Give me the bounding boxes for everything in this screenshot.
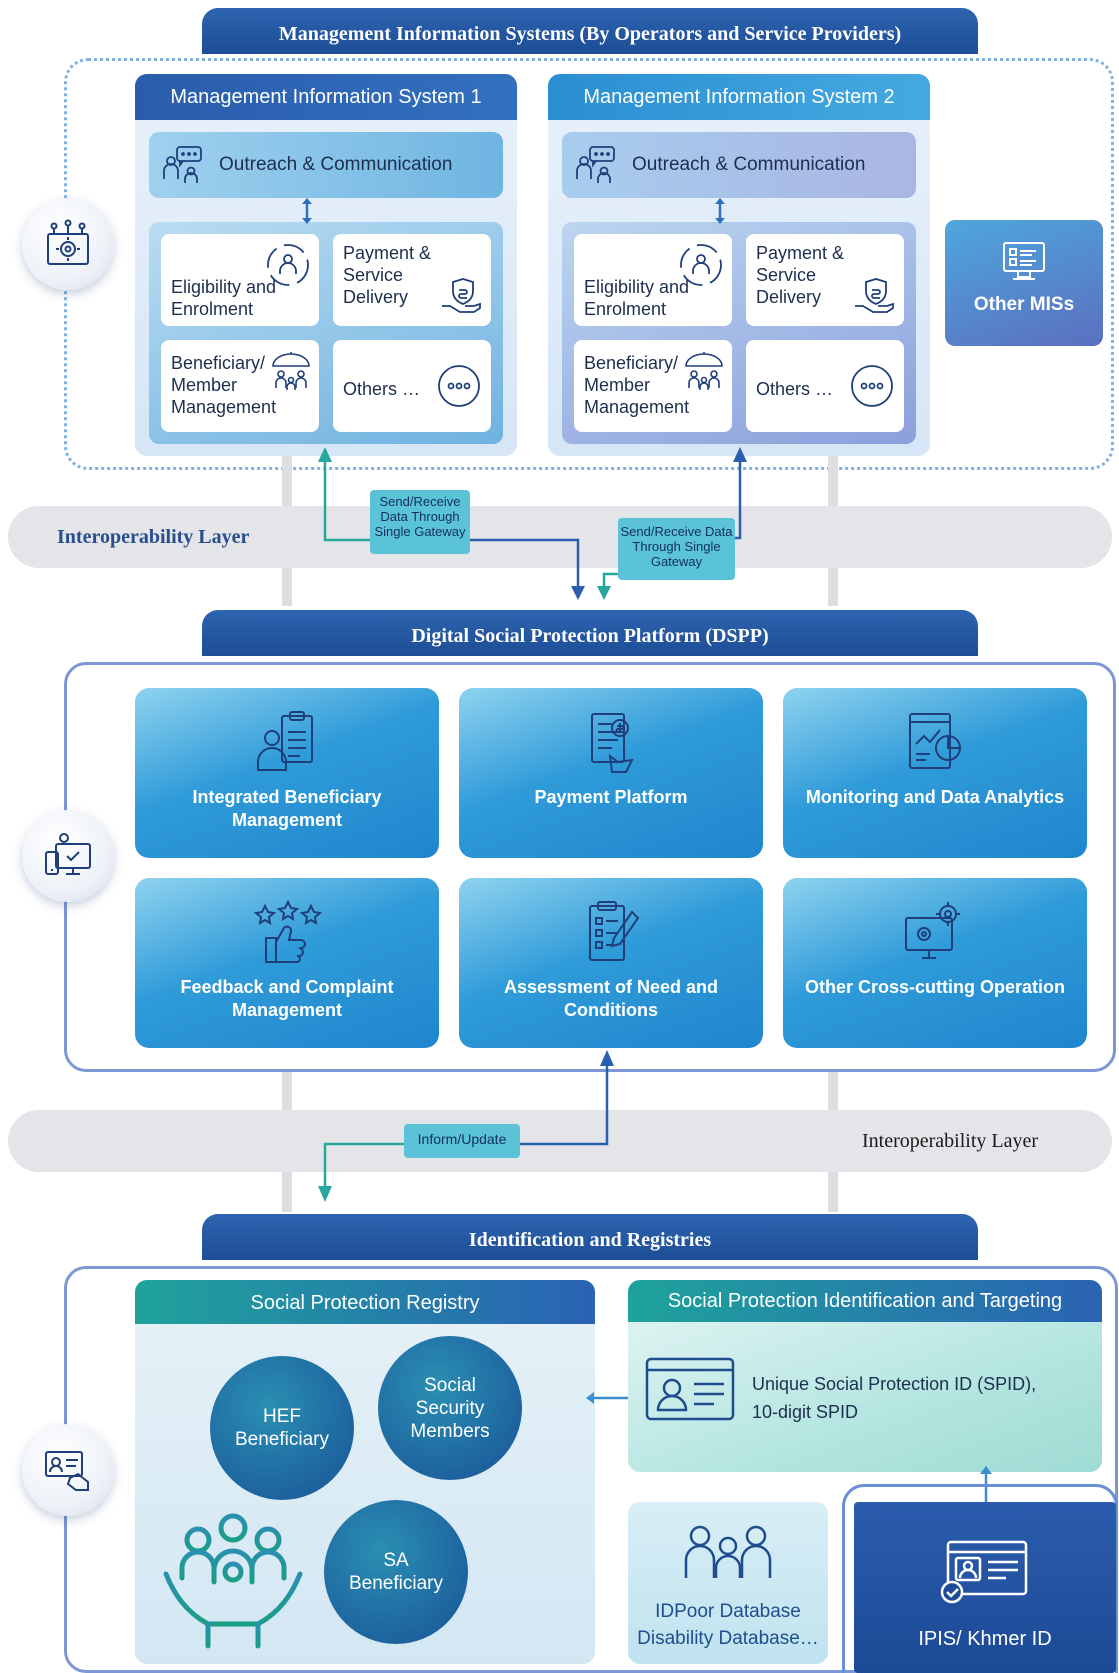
sa-beneficiary-label: SA Beneficiary — [349, 1550, 443, 1594]
hef-beneficiary-label: HEF Beneficiary — [235, 1406, 329, 1450]
dspp-section-badge — [22, 810, 114, 902]
mis2-header: Management Information System 2 — [548, 74, 930, 120]
mis1-others-label: Others … — [343, 379, 421, 399]
mis1-beneficiary-label: Beneficiary/ Member Management — [171, 353, 277, 417]
person-cycle-icon — [267, 244, 309, 286]
more-options-icon — [851, 365, 893, 407]
dspp-tile-monitoring-analytics: Monitoring and Data Analytics — [783, 688, 1087, 858]
person-cycle-icon — [680, 244, 722, 286]
mis2-eligibility-label: Eligibility and Enrolment — [584, 277, 690, 319]
mis-section-badge — [22, 198, 114, 290]
mis2-outreach-label: Outreach & Communication — [632, 154, 866, 175]
thumbs-up-stars-icon — [253, 899, 322, 963]
communication-icon — [163, 146, 202, 183]
mis1-outreach-label: Outreach & Communication — [219, 154, 453, 175]
dspp-tile-label: Feedback and Complaint Management — [180, 977, 394, 1020]
mis-panel-1: Management Information System 1 Outreach… — [135, 74, 517, 456]
dspp-tile-label: Payment Platform — [534, 787, 688, 807]
ipis-khmer-id-card: IPIS/ Khmer ID — [854, 1502, 1116, 1673]
payment-document-icon — [591, 713, 634, 773]
interop-layer-top-label: Interoperability Layer — [57, 526, 250, 548]
dspp-tile-label: Monitoring and Data Analytics — [805, 787, 1065, 807]
gateway-arrows-top — [318, 447, 747, 600]
mis1-others-card: Others … — [333, 340, 491, 432]
mis-panel-2: Management Information System 2 Outreach… — [548, 74, 930, 456]
group-people-icon — [684, 1525, 772, 1578]
mis1-beneficiary-card: Beneficiary/ Member Management — [161, 340, 319, 432]
mis2-others-card: Others … — [746, 340, 904, 432]
mis2-others-label: Others … — [756, 379, 834, 399]
mis2-payment-label: Payment & Service Delivery — [756, 243, 845, 307]
spit-header: Social Protection Identification and Tar… — [628, 1280, 1102, 1322]
inform-update-label: Inform/Update — [404, 1124, 520, 1158]
mis1-header: Management Information System 1 — [135, 74, 517, 120]
mis1-function-grid: Eligibility and Enrolment Payment & Serv… — [149, 222, 503, 444]
dspp-tile-integrated-beneficiary: Integrated Beneficiary Management — [135, 688, 439, 858]
mis2-beneficiary-label: Beneficiary/ Member Management — [584, 353, 690, 417]
dspp-tile-assessment: Assessment of Need and Conditions — [459, 878, 763, 1048]
monitor-list-icon — [1003, 242, 1045, 280]
idpoor-database-label: IDPoor Database — [655, 1601, 801, 1622]
mis1-outreach-arrow — [302, 198, 312, 224]
hef-beneficiary-bubble: HEF Beneficiary — [210, 1356, 354, 1500]
dspp-tile-payment-platform: Payment Platform — [459, 688, 763, 858]
mis2-outreach: Outreach & Communication — [562, 132, 916, 198]
hand-money-icon — [442, 278, 481, 313]
interop-layer-bottom-label: Interoperability Layer — [862, 1130, 1039, 1152]
family-care-hands-icon — [163, 1513, 303, 1649]
checklist-pencil-icon — [589, 901, 640, 961]
devices-check-icon — [45, 833, 91, 875]
dspp-tile-label: Integrated Beneficiary Management — [192, 787, 382, 830]
mis1-eligibility-card: Eligibility and Enrolment — [161, 234, 319, 326]
family-umbrella-icon — [272, 352, 310, 390]
analytics-chart-icon — [909, 713, 961, 769]
id-card-hand-icon — [45, 1451, 89, 1491]
monitor-gears-icon — [905, 902, 960, 959]
beneficiary-clipboard-icon — [257, 711, 313, 771]
spr-header: Social Protection Registry — [135, 1280, 595, 1324]
registries-ribbon-title: Identification and Registries — [202, 1214, 978, 1260]
mis1-payment-label: Payment & Service Delivery — [343, 243, 432, 307]
dspp-tile-label: Other Cross-cutting Operation — [804, 977, 1065, 997]
ipis-frame — [842, 1484, 1118, 1673]
spid-text: Unique Social Protection ID (SPID), 10-d… — [752, 1374, 1037, 1422]
hand-money-icon — [855, 278, 894, 313]
mis2-outreach-arrow — [715, 198, 725, 224]
id-card-icon — [645, 1357, 735, 1421]
mis2-payment-card: Payment & Service Delivery — [746, 234, 904, 326]
other-mis-card: Other MISs — [945, 220, 1103, 346]
social-security-bubble: Social Security Members — [378, 1336, 522, 1480]
idpoor-database-card: IDPoor Database Disability Database… — [628, 1502, 828, 1664]
dspp-tile-cross-cutting: Other Cross-cutting Operation — [783, 878, 1087, 1048]
disability-database-label: Disability Database… — [637, 1628, 819, 1649]
inform-update-arrows — [318, 1050, 614, 1202]
interop-layer-bottom-bar — [8, 1110, 1112, 1172]
other-mis-label: Other MISs — [973, 294, 1075, 315]
mis1-payment-card: Payment & Service Delivery — [333, 234, 491, 326]
gateway-label-2: Send/Receive Data Through Single Gateway — [618, 518, 735, 580]
mis1-eligibility-label: Eligibility and Enrolment — [171, 277, 277, 319]
mis1-outreach: Outreach & Communication — [149, 132, 503, 198]
identification-targeting-panel: Social Protection Identification and Tar… — [628, 1280, 1102, 1472]
mis2-function-grid: Eligibility and Enrolment Payment & Serv… — [562, 222, 916, 444]
dspp-tile-feedback-complaint: Feedback and Complaint Management — [135, 878, 439, 1048]
more-options-icon — [438, 365, 480, 407]
social-security-label: Social Security Members — [410, 1374, 490, 1442]
sa-beneficiary-bubble: SA Beneficiary — [324, 1500, 468, 1644]
mis2-eligibility-card: Eligibility and Enrolment — [574, 234, 732, 326]
dspp-ribbon-title: Digital Social Protection Platform (DSPP… — [202, 610, 978, 656]
id-card-verified-icon — [940, 1540, 1028, 1604]
dspp-tile-label: Assessment of Need and Conditions — [503, 977, 719, 1020]
registries-section-badge — [22, 1424, 114, 1516]
gear-network-icon — [47, 219, 89, 265]
family-umbrella-icon — [685, 352, 723, 390]
mis2-beneficiary-card: Beneficiary/ Member Management — [574, 340, 732, 432]
gateway-label-1: Send/Receive Data Through Single Gateway — [370, 490, 470, 554]
interop-layer-top-bar — [8, 506, 1112, 568]
mis-ribbon-title: Management Information Systems (By Opera… — [202, 8, 978, 54]
communication-icon — [576, 146, 615, 183]
ipis-khmer-id-label: IPIS/ Khmer ID — [918, 1628, 1052, 1650]
